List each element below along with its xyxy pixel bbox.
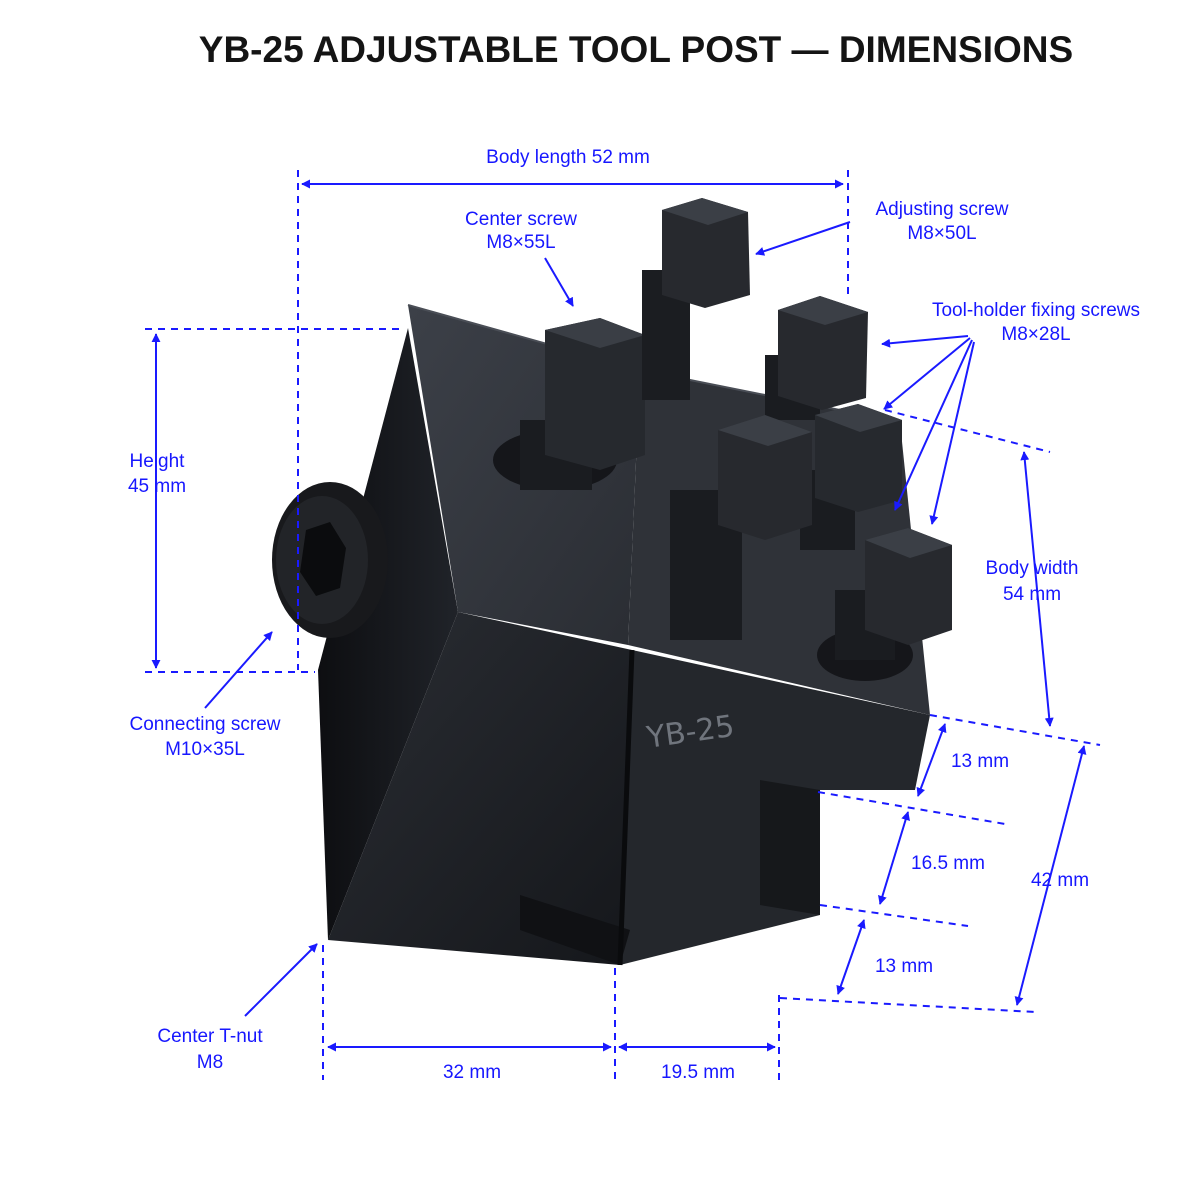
label-fixing-screws-spec: M8×28L <box>1001 324 1070 345</box>
label-adjusting-screw-name: Adjusting screw <box>875 199 1008 220</box>
dim-total-height <box>1014 745 1087 1006</box>
dim-slot-bottom <box>836 919 866 995</box>
label-slot-top: 13 mm <box>951 751 1009 772</box>
connecting-screw-head <box>272 482 388 638</box>
dim-slot-mid <box>878 811 910 905</box>
adjusting-screw <box>642 198 750 400</box>
dimension-lines <box>145 170 1101 1080</box>
label-connecting-screw-name: Connecting screw <box>129 714 280 735</box>
fixing-screw-3 <box>670 415 812 640</box>
ext-base <box>779 997 1036 1013</box>
body-front-left <box>328 612 632 965</box>
center-screw <box>493 318 645 490</box>
leader-center-screw <box>544 257 574 307</box>
ext-slot-bottom <box>819 904 969 927</box>
labels: Body length 52 mm Center screw M8×55L Ad… <box>128 147 1140 1083</box>
split-line <box>617 649 635 966</box>
ext-width-bottom <box>929 714 1101 746</box>
label-height-value: 45 mm <box>128 476 186 497</box>
label-center-tnut-spec: M8 <box>197 1052 223 1073</box>
dim-body-width <box>1020 451 1054 727</box>
label-base-right: 19.5 mm <box>661 1062 735 1083</box>
label-body-width-value: 54 mm <box>1003 584 1061 605</box>
label-base-left: 32 mm <box>443 1062 501 1083</box>
leader-fixing-3 <box>894 339 973 511</box>
ext-slot-top <box>817 791 1006 825</box>
leader-fixing-4 <box>929 341 975 525</box>
page-title: YB-25 ADJUSTABLE TOOL POST — DIMENSIONS <box>199 29 1073 70</box>
body-left-face <box>318 328 458 940</box>
body-right-side <box>760 780 820 915</box>
label-height-name: Height <box>130 451 186 472</box>
label-center-tnut-name: Center T-nut <box>157 1026 263 1047</box>
fixing-screw-1 <box>765 296 868 420</box>
fixing-screw-4 <box>817 528 952 681</box>
label-total-height: 42 mm <box>1031 870 1089 891</box>
dim-slot-top <box>916 723 947 797</box>
label-slot-bottom: 13 mm <box>875 956 933 977</box>
leader-fixing-1 <box>881 335 969 348</box>
label-center-screw-name: Center screw <box>465 209 577 230</box>
label-body-length: Body length 52 mm <box>486 147 650 168</box>
label-connecting-screw-spec: M10×35L <box>165 739 245 760</box>
label-fixing-screws-name: Tool-holder fixing screws <box>932 300 1140 321</box>
leader-fixing-2 <box>883 337 971 410</box>
t-slot-recess <box>520 895 630 965</box>
label-center-screw-spec: M8×55L <box>486 232 555 253</box>
label-adjusting-screw-spec: M8×50L <box>907 223 976 244</box>
leader-center-tnut <box>244 943 318 1017</box>
leader-adjusting-screw <box>755 221 851 256</box>
leader-connecting-screw <box>204 631 273 709</box>
ext-width-top <box>884 409 1051 453</box>
label-body-width-name: Body width <box>986 558 1079 579</box>
label-slot-mid: 16.5 mm <box>911 853 985 874</box>
